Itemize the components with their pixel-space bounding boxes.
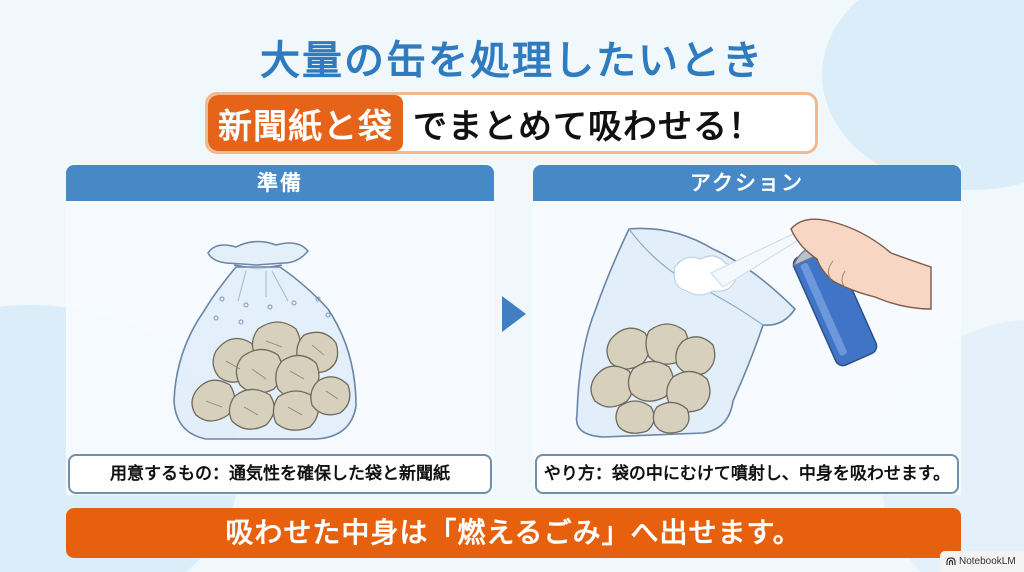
badge-label: NotebookLM <box>959 556 1016 567</box>
spray-can-bag-icon <box>575 218 932 438</box>
preparation-caption: 用意するもの：通気性を確保した袋と新聞紙 <box>68 454 492 494</box>
subtitle-highlight: 新聞紙と袋 <box>208 95 403 151</box>
bag-illustration <box>66 201 494 451</box>
subtitle-box: 新聞紙と袋 でまとめて吸わせる！ <box>205 92 818 154</box>
play-triangle-icon <box>502 296 526 332</box>
notebooklm-badge: NotebookLM <box>940 551 1024 572</box>
panel-header: 準備 <box>66 165 494 201</box>
panel-header: アクション <box>533 165 961 201</box>
panel-action: アクション <box>533 165 961 495</box>
spray-illustration <box>533 201 961 451</box>
action-caption: やり方：袋の中にむけて噴射し、中身を吸わせます。 <box>535 454 959 494</box>
notebooklm-logo-icon <box>946 557 956 566</box>
panel-preparation: 準備 <box>66 165 494 495</box>
page-title: 大量の缶を処理したいとき <box>260 38 764 84</box>
subtitle-text: でまとめて吸わせる！ <box>413 106 763 147</box>
bottom-banner: 吸わせた中身は「燃えるごみ」へ出せます。 <box>66 508 961 558</box>
newspaper-bag-icon <box>173 240 357 440</box>
